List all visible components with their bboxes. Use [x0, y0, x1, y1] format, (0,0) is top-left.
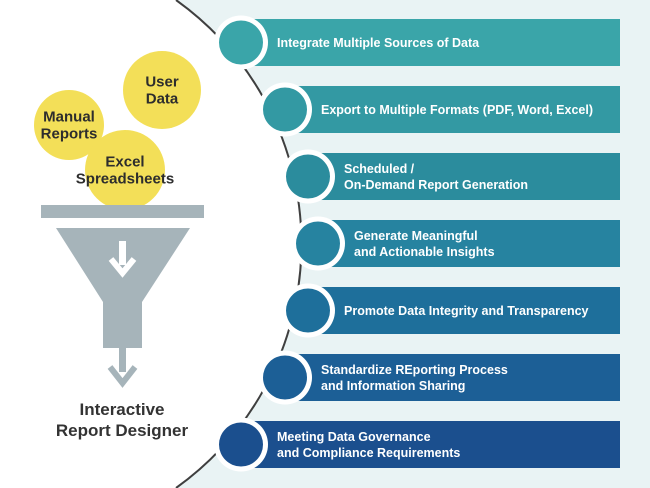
- text-line: Generate Meaningful: [354, 229, 478, 243]
- text-line: Reports: [41, 126, 98, 143]
- text-line: Integrate Multiple Sources of Data: [277, 36, 480, 50]
- text-line: Interactive: [79, 400, 164, 419]
- benefit-bar: [308, 153, 620, 200]
- benefit-label: Generate Meaningful and Actionable Insigh…: [354, 229, 495, 259]
- benefit-disc: [286, 288, 330, 333]
- benefits-list: Integrate Multiple Sources of DataExport…: [214, 15, 620, 472]
- text-line: Export to Multiple Formats (PDF, Word, E…: [321, 103, 593, 117]
- bubble-circle: [85, 130, 165, 210]
- benefit-item: Integrate Multiple Sources of Data: [214, 15, 620, 70]
- bubble-circle: [123, 51, 201, 129]
- benefit-label: Meeting Data Governance and Compliance Re…: [277, 430, 460, 460]
- benefit-disc: [286, 154, 330, 199]
- benefit-bar: [285, 354, 620, 401]
- benefit-item: Generate Meaningful and Actionable Insigh…: [291, 216, 620, 271]
- text-line: and Compliance Requirements: [277, 446, 460, 460]
- text-line: Spreadsheets: [76, 171, 174, 188]
- benefit-item: Export to Multiple Formats (PDF, Word, E…: [258, 82, 620, 137]
- text-line: Scheduled /: [344, 162, 415, 176]
- benefit-label: Export to Multiple Formats (PDF, Word, E…: [321, 103, 593, 117]
- text-line: Meeting Data Governance: [277, 430, 431, 444]
- benefit-bar: [241, 421, 620, 468]
- text-line: Manual: [43, 109, 95, 126]
- down-arrow-icon: [108, 241, 137, 278]
- benefit-bar: [318, 220, 620, 267]
- text-line: Promote Data Integrity and Transparency: [344, 304, 589, 318]
- text-line: On-Demand Report Generation: [344, 178, 528, 192]
- text-line: Standardize REporting Process: [321, 363, 508, 377]
- funnel-icon: [41, 205, 204, 388]
- text-line: Excel: [105, 154, 144, 171]
- benefit-item: Meeting Data Governance and Compliance Re…: [214, 417, 620, 472]
- benefit-item: Scheduled / On-Demand Report Generation: [281, 149, 620, 204]
- text-line: and Information Sharing: [321, 379, 465, 393]
- benefit-label: Standardize REporting Process and Informa…: [321, 363, 508, 393]
- benefit-label: Promote Data Integrity and Transparency: [344, 304, 589, 318]
- text-line: and Actionable Insights: [354, 245, 495, 259]
- benefit-disc: [296, 221, 340, 266]
- text-line: User: [145, 74, 179, 91]
- benefit-label: Integrate Multiple Sources of Data: [277, 36, 480, 50]
- benefit-bar: [285, 86, 620, 133]
- benefit-disc: [263, 87, 307, 132]
- benefit-disc: [219, 20, 263, 65]
- benefit-disc: [263, 355, 307, 400]
- funnel-stem: [103, 302, 142, 348]
- funnel-rim: [41, 205, 204, 218]
- text-line: Data: [146, 91, 179, 108]
- benefit-label: Scheduled / On-Demand Report Generation: [344, 162, 528, 192]
- output-arrow-icon: [107, 346, 138, 388]
- benefit-bar: [241, 19, 620, 66]
- benefit-item: Standardize REporting Process and Informa…: [258, 350, 620, 405]
- benefit-item: Promote Data Integrity and Transparency: [281, 283, 620, 338]
- benefit-bar: [308, 287, 620, 334]
- text-line: Report Designer: [56, 421, 189, 440]
- benefit-disc: [219, 422, 263, 467]
- bubble-circle: [34, 90, 104, 160]
